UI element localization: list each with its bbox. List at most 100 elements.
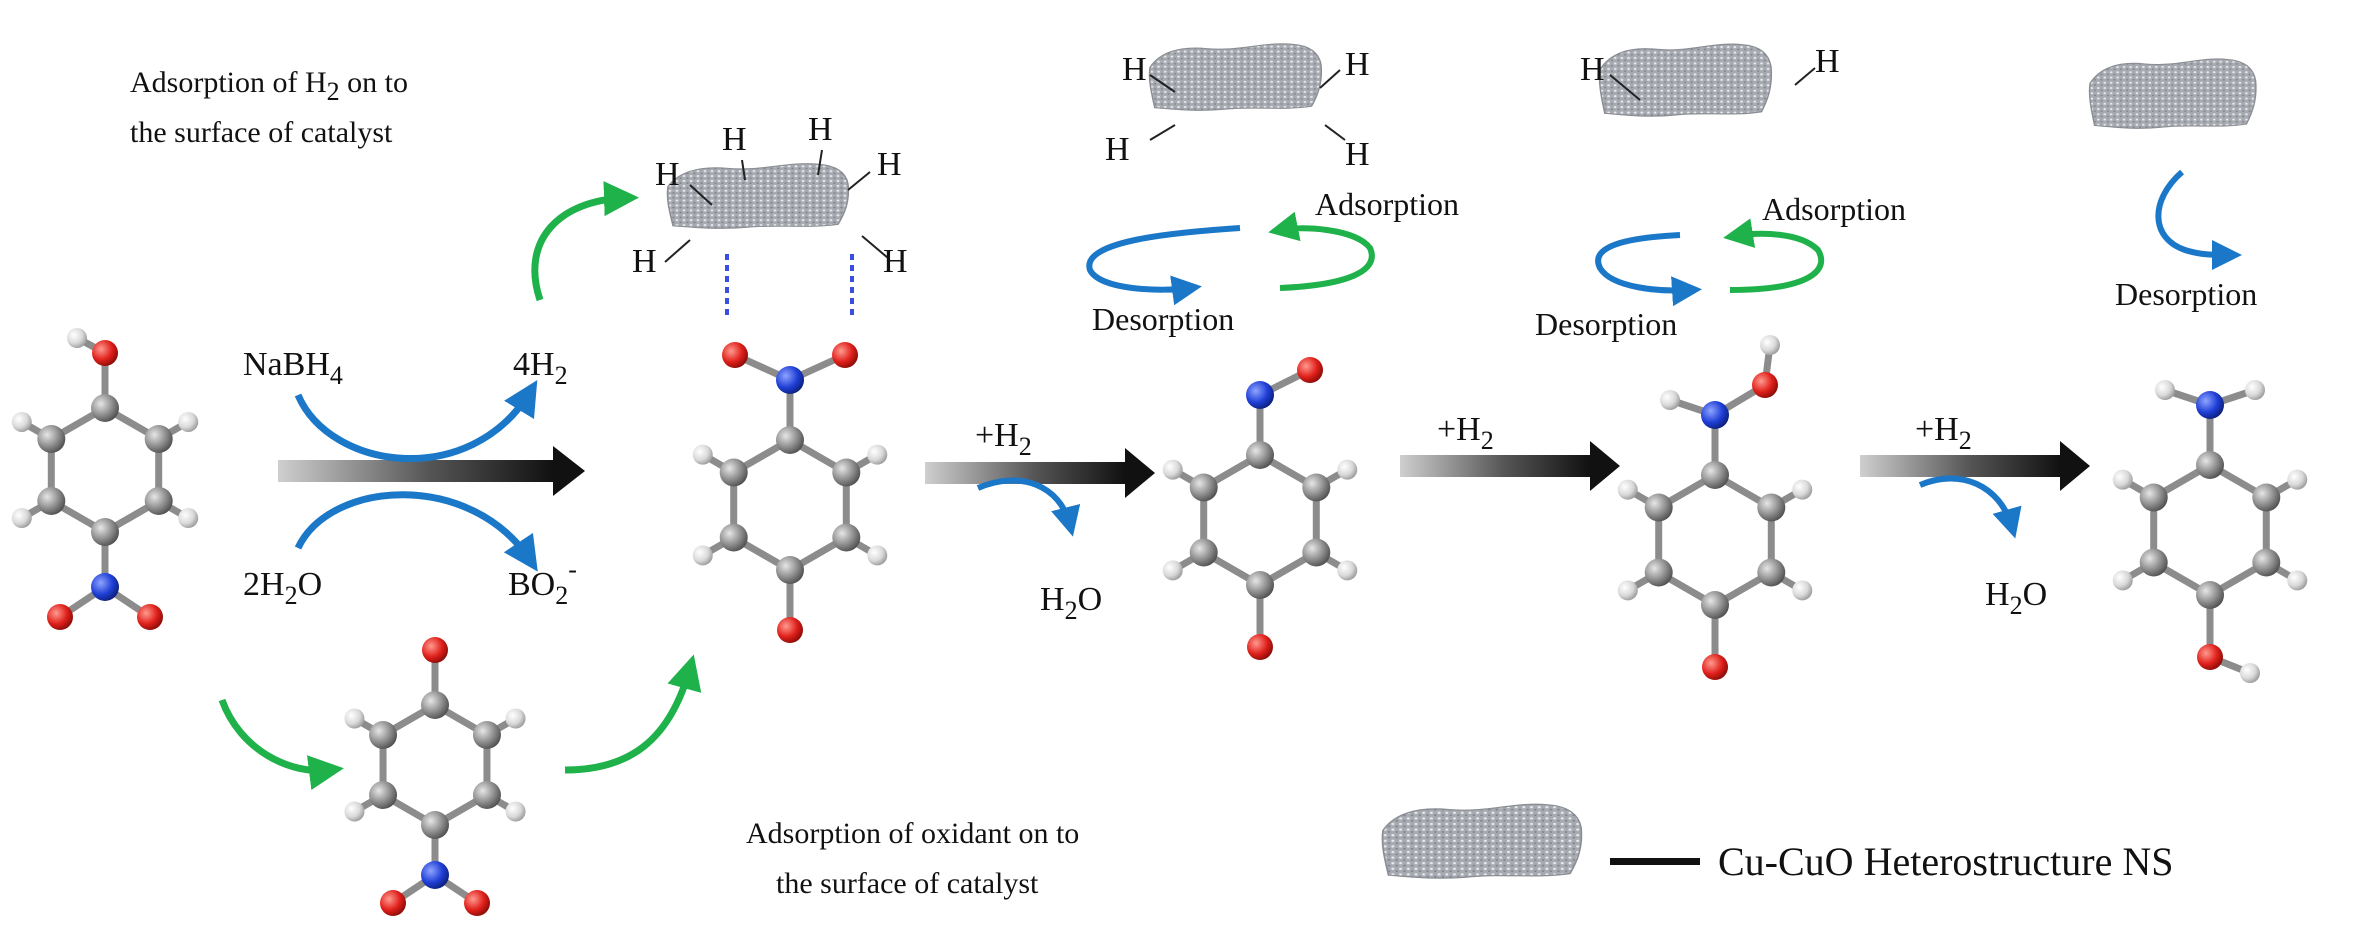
adsorbed-hydrogen-lines-2	[1149, 69, 1346, 141]
atom-o	[1297, 357, 1323, 383]
atom-o	[1752, 372, 1778, 398]
step-arrow-3	[1860, 441, 2090, 491]
atom-c	[776, 426, 804, 454]
catalyst-sheet-step3	[1598, 43, 1773, 117]
atom-h	[2287, 570, 2308, 591]
atom-h	[2112, 570, 2133, 591]
atom-c	[1757, 558, 1786, 587]
water-label-1: H2O	[1040, 581, 1102, 625]
atom-c	[719, 523, 748, 552]
step3-h-1: H	[1580, 51, 1605, 88]
aromatic-ring	[396, 720, 474, 810]
atom-h	[2155, 380, 2175, 400]
adsorbed-h-5: H	[632, 243, 657, 280]
atom-c	[2196, 451, 2224, 479]
atom-c	[421, 811, 449, 839]
atom-c	[421, 691, 449, 719]
aromatic-ring	[1218, 472, 1302, 568]
atom-n	[91, 573, 119, 601]
atom-c	[91, 518, 119, 546]
atom-h	[505, 708, 526, 729]
step-arrow-2	[1400, 441, 1620, 491]
caption-adsorption-oxidant-line2: the surface of catalyst	[776, 867, 1039, 900]
catalyst-sheet-adsorbed	[666, 162, 850, 230]
atom-o	[722, 342, 748, 368]
aromatic-ring	[2168, 482, 2252, 578]
final-desorption-label: Desorption	[2115, 276, 2257, 312]
atom-h	[1337, 459, 1358, 480]
borohydride-arrow-down	[294, 491, 538, 572]
atom-h	[344, 801, 365, 822]
atom-c	[1644, 493, 1673, 522]
atom-c	[91, 394, 119, 422]
cycle-step2-adsorption: Adsorption	[1315, 186, 1459, 222]
atom-n	[1246, 381, 1274, 409]
atom-h	[867, 545, 888, 566]
water-label-2: H2O	[1985, 576, 2047, 620]
adsorbed-h-6: H	[883, 243, 908, 280]
water-release-arrow-2	[1918, 475, 2022, 539]
atom-h	[2245, 380, 2265, 400]
atom-n	[1701, 401, 1729, 429]
atom-o	[2197, 644, 2223, 670]
atom-h	[1162, 560, 1183, 581]
plus-h2-label-1: +H2	[975, 417, 1032, 461]
molecule-hydroxylamine	[1617, 335, 1813, 680]
legend-label: Cu-CuO Heterostructure NS	[1718, 839, 2173, 884]
atom-h	[1760, 335, 1780, 355]
atom-c	[1246, 571, 1274, 599]
atom-h	[1792, 580, 1813, 601]
water-release-arrow-1	[976, 477, 1081, 537]
step2-h-2: H	[1345, 46, 1370, 83]
atom-o	[422, 637, 448, 663]
adsorbed-hydrogen-lines-1	[664, 149, 889, 263]
cycle-step3	[1595, 218, 1825, 307]
step2-h-3: H	[1105, 131, 1130, 168]
plus-h2-label-2: +H2	[1437, 411, 1494, 455]
adsorption-arrow-oxidant-out	[564, 654, 702, 774]
atom-h	[178, 411, 199, 432]
atom-h	[67, 328, 87, 348]
atom-c	[37, 425, 66, 453]
atom-o	[47, 604, 73, 630]
caption-adsorption-oxidant-line1: Adsorption of oxidant on to	[746, 817, 1079, 850]
atom-o	[464, 890, 490, 916]
atom-c	[144, 487, 173, 515]
adsorbed-h-1: H	[655, 156, 680, 193]
aromatic-ring	[65, 424, 145, 516]
atom-h	[692, 444, 713, 465]
caption-adsorption-h2-line1: Adsorption of H2 on to	[130, 66, 408, 106]
legend-dash	[1610, 858, 1700, 865]
atom-h	[344, 708, 365, 729]
catalyst-sheet-step2	[1148, 43, 1323, 112]
atom-h	[1617, 580, 1638, 601]
atom-c	[1189, 473, 1218, 502]
atom-c	[2196, 581, 2224, 609]
atom-c	[369, 721, 398, 749]
atom-c	[1644, 558, 1673, 587]
atom-c	[2252, 548, 2281, 577]
atom-n	[2196, 391, 2224, 419]
cycle-step3-desorption: Desorption	[1535, 306, 1677, 342]
aromatic-ring	[1673, 492, 1757, 588]
atom-c	[37, 487, 66, 515]
adsorption-arrow-h2	[531, 181, 639, 302]
atom-c	[1302, 538, 1331, 567]
atom-c	[369, 781, 398, 809]
atom-h	[1617, 479, 1638, 500]
molecule-4-nitrophenolate	[344, 637, 526, 916]
atom-c	[2139, 483, 2168, 512]
atom-c	[2139, 548, 2168, 577]
catalyst-sheet-step4	[2088, 58, 2257, 129]
atom-h	[1660, 390, 1680, 410]
cycle-step3-adsorption: Adsorption	[1762, 191, 1906, 227]
step-arrow-1	[925, 448, 1155, 498]
atom-o	[380, 890, 406, 916]
molecule-4-nitrophenol	[11, 328, 199, 630]
adsorption-arrow-oxidant-in	[218, 698, 344, 790]
molecule-layer	[11, 250, 2308, 916]
atom-c	[719, 458, 748, 487]
adsorbed-h-4: H	[877, 146, 902, 183]
atom-c	[2252, 483, 2281, 512]
adsorbed-hydrogen-lines-3	[1609, 67, 1816, 101]
